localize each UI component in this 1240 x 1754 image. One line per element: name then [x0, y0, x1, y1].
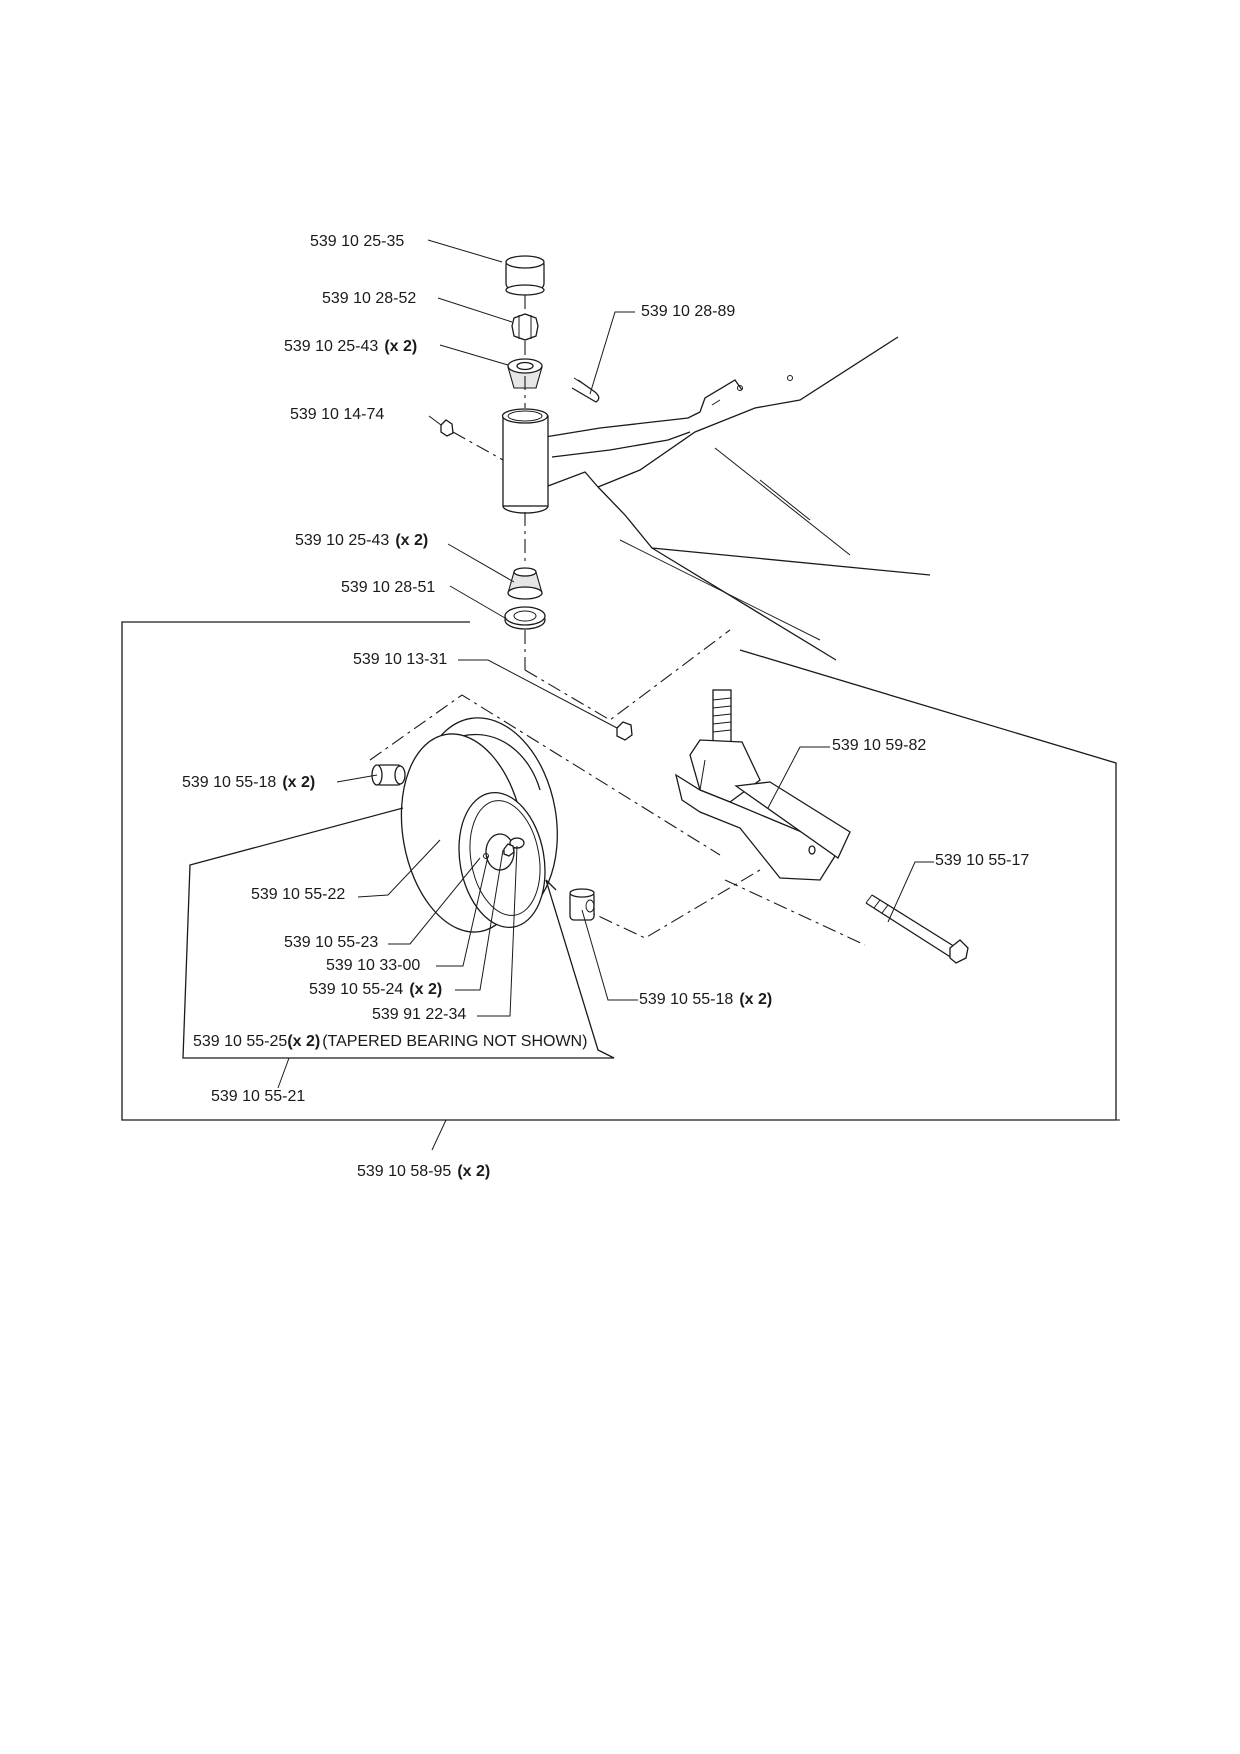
part-number: 539 10 13-31	[353, 651, 448, 668]
quantity: (x 2)	[457, 1163, 491, 1180]
callout-cotter-pin: 539 10 28-89	[641, 303, 735, 321]
quantity: (x 2)	[409, 981, 443, 998]
part-number: 539 10 28-51	[341, 579, 436, 596]
part-number: 539 10 55-22	[251, 886, 346, 903]
bearing-note: (TAPERED BEARING NOT SHOWN)	[322, 1033, 588, 1050]
part-number: 539 10 58-95	[357, 1163, 452, 1180]
callout-fork: 539 10 59-82	[832, 737, 926, 755]
part-number: 539 10 55-23	[284, 934, 379, 951]
part-number: 539 10 59-82	[832, 737, 927, 754]
quantity: (x 2)	[739, 991, 773, 1008]
quantity: (x 2)	[282, 774, 316, 791]
callout-bearing-cup: 539 10 28-51	[341, 579, 435, 597]
axle-bolt	[865, 894, 969, 964]
pivot-stack	[440, 255, 600, 670]
quantity: (x 2)	[287, 1033, 321, 1050]
callout-nut: 539 10 13-31	[353, 651, 447, 669]
part-number: 539 10 25-43	[284, 338, 379, 355]
callout-upper-bearing: 539 10 25-43 (x 2)	[284, 338, 417, 356]
callout-wheel-bearing: 539 10 55-25(x 2)(TAPERED BEARING NOT SH…	[193, 1033, 587, 1051]
callout-axle-bolt: 539 10 55-17	[935, 852, 1029, 870]
deck-frame	[544, 336, 931, 661]
callout-rim-bolt: 539 10 55-24 (x 2)	[309, 981, 442, 999]
quantity: (x 2)	[395, 532, 429, 549]
part-number: 539 10 55-25	[193, 1033, 288, 1050]
part-number: 539 10 28-52	[322, 290, 417, 307]
callout-spacer-right: 539 10 55-18 (x 2)	[639, 991, 772, 1009]
wheel-assembly	[371, 717, 969, 964]
part-number: 539 10 55-17	[935, 852, 1030, 869]
callout-valve: 539 10 33-00	[326, 957, 420, 975]
part-number: 539 10 33-00	[326, 957, 421, 974]
part-number: 539 10 55-18	[639, 991, 734, 1008]
part-number: 539 10 55-24	[309, 981, 404, 998]
callout-grease-fitting: 539 10 14-74	[290, 406, 384, 424]
callout-hub-nut: 539 91 22-34	[372, 1006, 466, 1024]
leader-lines	[277, 239, 934, 1151]
part-number: 539 10 14-74	[290, 406, 385, 423]
callout-castle-nut: 539 10 28-52	[322, 290, 416, 308]
part-number: 539 10 25-35	[310, 233, 405, 250]
callout-spacer-left: 539 10 55-18 (x 2)	[182, 774, 315, 792]
part-number: 539 10 25-43	[295, 532, 390, 549]
callout-rim: 539 10 55-23	[284, 934, 378, 952]
callout-wheel-assembly: 539 10 55-21	[211, 1088, 305, 1106]
callout-lower-bearing: 539 10 25-43 (x 2)	[295, 532, 428, 550]
part-number: 539 10 28-89	[641, 303, 736, 320]
assembly-outlines	[121, 621, 1120, 1121]
callout-caster-assembly: 539 10 58-95 (x 2)	[357, 1163, 490, 1181]
callout-dust-cap: 539 10 25-35	[310, 233, 404, 251]
quantity: (x 2)	[384, 338, 418, 355]
part-number: 539 10 55-18	[182, 774, 277, 791]
fork-assembly	[369, 629, 866, 946]
part-number: 539 91 22-34	[372, 1006, 467, 1023]
spacer-right	[569, 888, 595, 921]
callout-tire: 539 10 55-22	[251, 886, 345, 904]
part-number: 539 10 55-21	[211, 1088, 306, 1105]
